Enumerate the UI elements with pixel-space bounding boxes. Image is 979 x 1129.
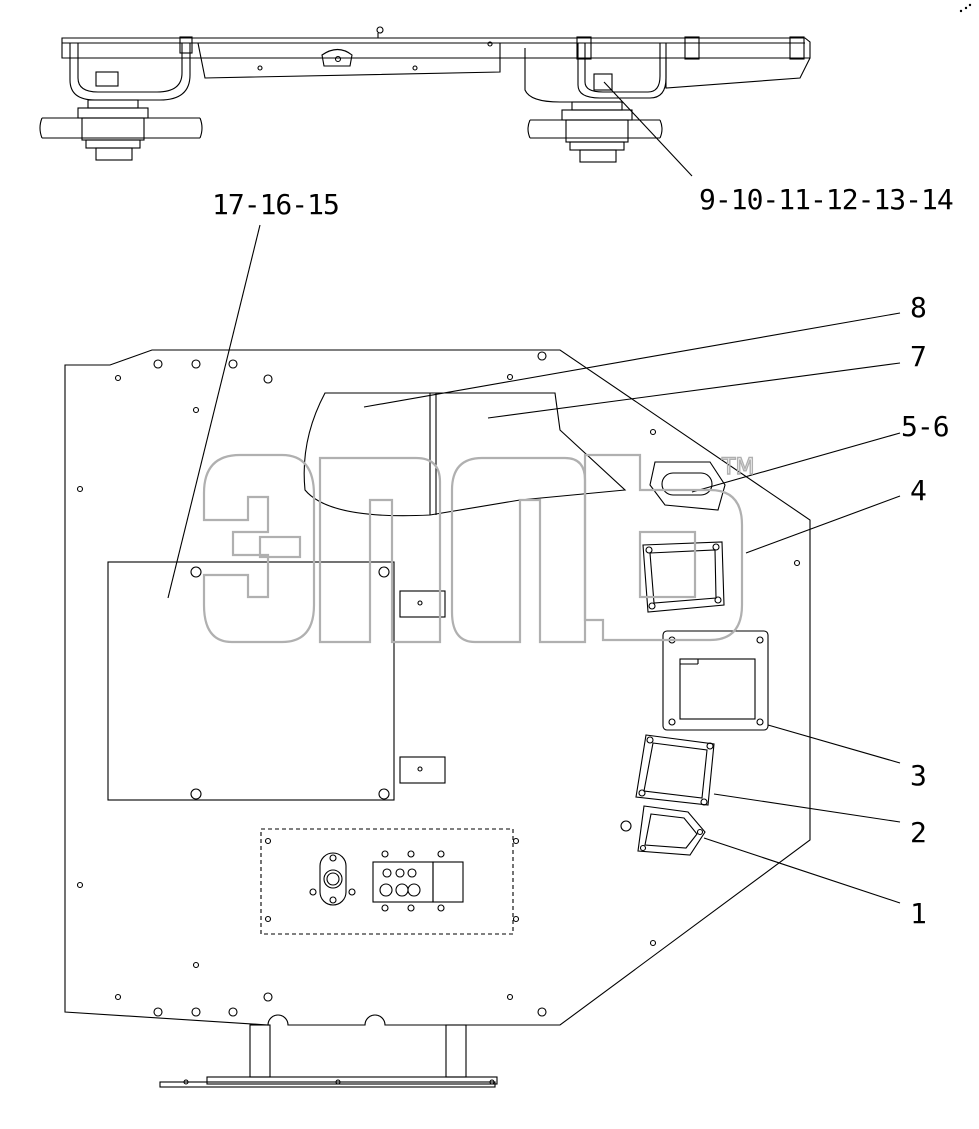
cover-item-2: [635, 734, 715, 806]
callout-4: 4: [910, 474, 927, 507]
callout-7: 7: [910, 340, 927, 373]
gland-oval: [649, 461, 726, 511]
callout-9-14: 9-10-11-12-13-14: [699, 183, 954, 216]
cover-panel: [303, 392, 627, 517]
callout-15-17: 17-16-15: [212, 188, 340, 221]
cover-item-1: [637, 805, 706, 856]
callout-3: 3: [910, 759, 927, 792]
plate-holes: [76, 351, 801, 1017]
terminal-area: [260, 828, 514, 935]
large-panel: [107, 561, 395, 801]
support-legs: [159, 1024, 498, 1088]
callout-1: 1: [910, 897, 927, 930]
watermark-tm: TM: [721, 455, 754, 480]
leader-lines: [167, 81, 901, 904]
mounting-plate-outline: [64, 349, 811, 1026]
callout-5-6: 5-6: [901, 410, 950, 443]
watermark-logo: [202, 453, 744, 644]
top-side-view: [39, 26, 811, 163]
cover-item-3: [662, 630, 769, 731]
corner-mark: [959, 3, 972, 13]
callout-8: 8: [910, 291, 927, 324]
callout-2: 2: [910, 816, 927, 849]
